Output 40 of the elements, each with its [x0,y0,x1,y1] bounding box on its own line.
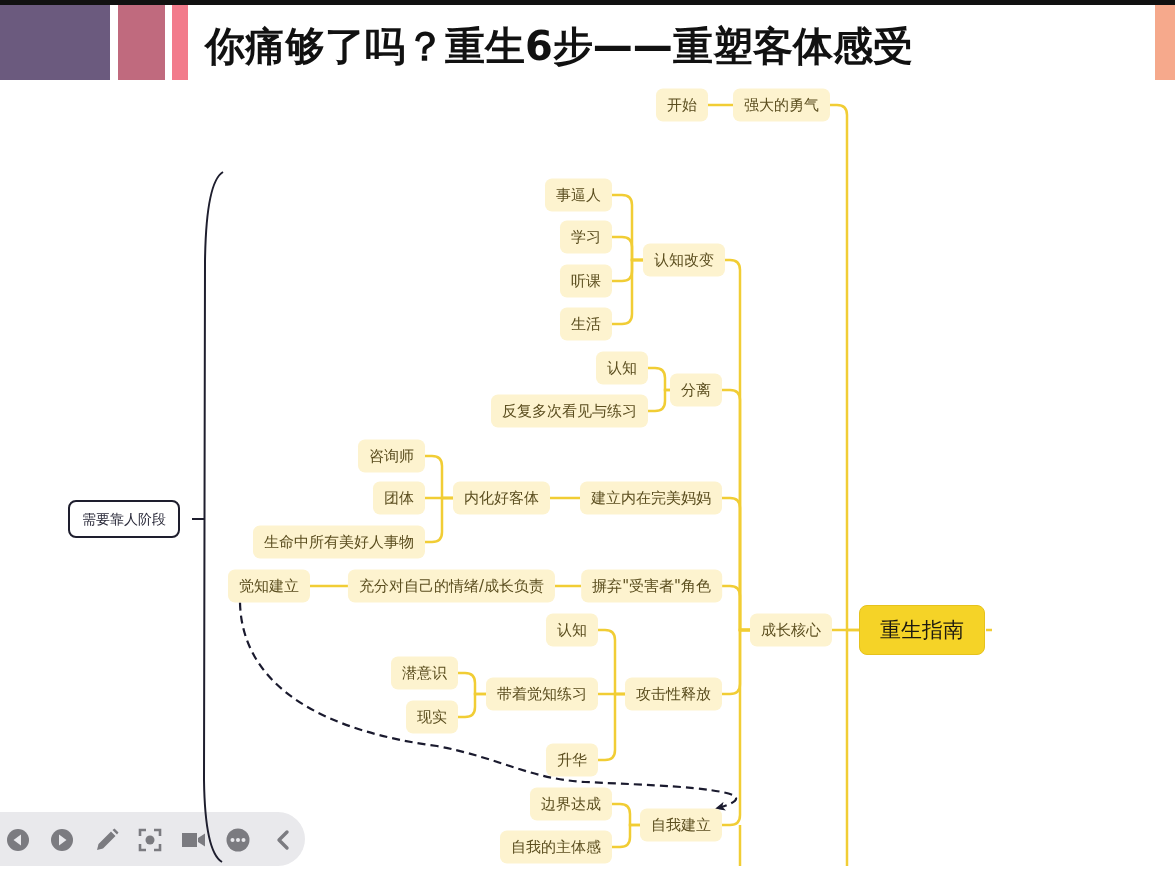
topic-box: 听课 [560,264,612,298]
central-topic-box: 重生指南 [859,605,985,655]
topic-box: 自我建立 [640,808,722,842]
connector-line [612,258,643,326]
topic-box: 潜意识 [391,656,458,690]
topic-box: 认知 [546,613,598,647]
topic-box: 事逼人 [545,178,612,212]
topic-box: 生命中所有美好人事物 [253,525,425,559]
topic-box: 现实 [406,700,458,734]
connector-line [832,628,859,632]
topic-box: 咨询师 [358,439,425,473]
topic-box: 攻击性释放 [625,677,722,711]
topic-box: 自我的主体感 [500,830,612,864]
topic-box: 开始 [656,88,708,122]
topic-box: 分离 [670,373,722,407]
connector-line [555,584,582,588]
connector-line [708,103,733,107]
connector-line [722,628,750,827]
topic-box: 建立内在完美妈妈 [580,481,722,515]
topic-box: 强大的勇气 [733,88,830,122]
topic-box: 认知改变 [643,243,725,277]
dashed-arrow [238,602,737,811]
topic-box: 内化好客体 [453,481,550,515]
topic-box: 带着觉知练习 [486,677,598,711]
topic-box: 认知 [596,351,648,385]
topic-box: 边界达成 [530,787,612,821]
topic-box: 团体 [373,481,425,515]
slide-title: 你痛够了吗？重生6步——重塑客体感受 [205,22,913,71]
summary-box: 需要靠人阶段 [68,500,180,538]
connector-line [310,584,348,588]
topic-box: 反复多次看见与练习 [491,394,648,428]
connector-line [550,496,580,500]
topic-box: 升华 [546,743,598,777]
topic-box: 摒弃"受害者"角色 [581,569,722,603]
topic-box: 生活 [560,307,612,341]
topic-box: 成长核心 [750,613,832,647]
topic-box: 充分对自己的情绪/成长负责 [347,569,555,603]
topic-box: 学习 [560,220,612,254]
topic-box: 觉知建立 [228,569,310,603]
connector-line [598,692,625,762]
